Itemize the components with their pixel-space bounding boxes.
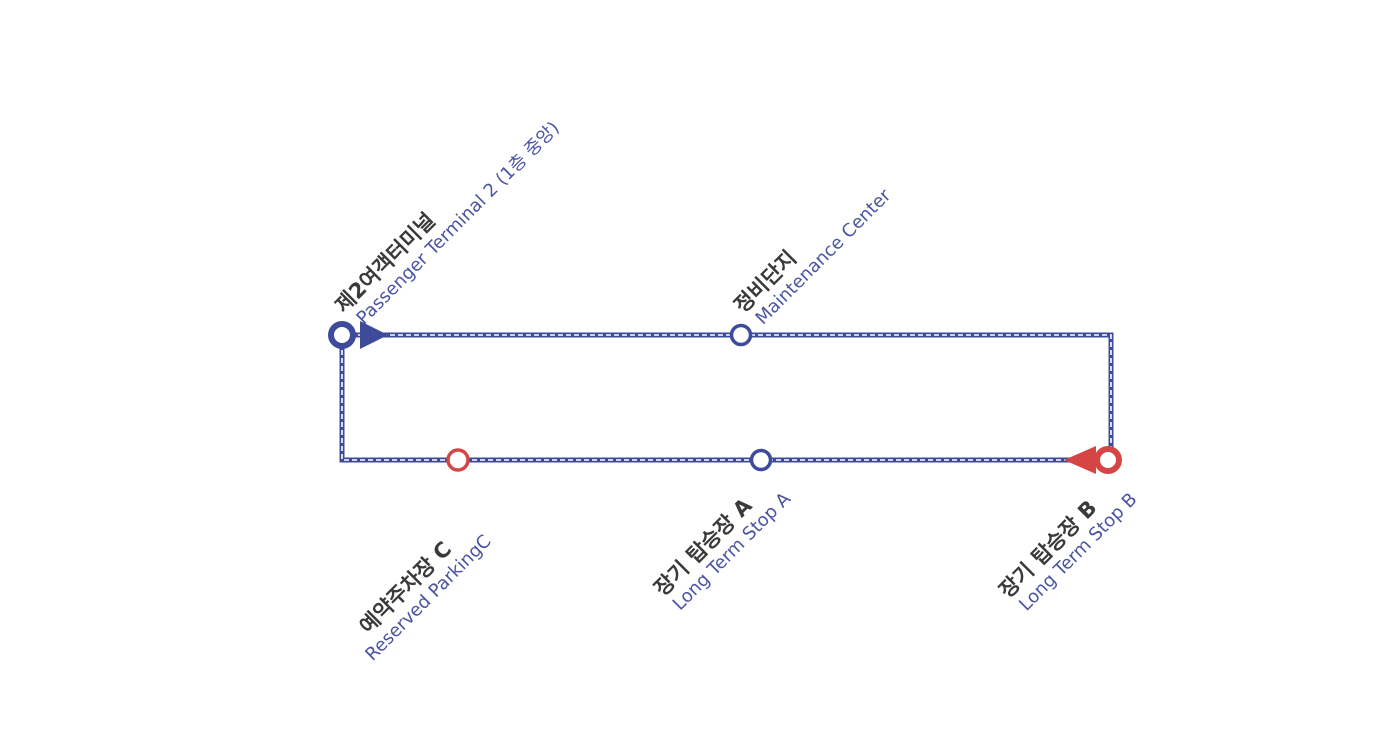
start-arrow-icon [360, 321, 388, 349]
stop-marker-longterm-b[interactable] [1094, 446, 1122, 474]
route-line [339, 332, 1114, 463]
stop-marker-reserved-c[interactable] [446, 448, 470, 472]
stop-marker-longterm-a[interactable] [749, 448, 773, 472]
stop-marker-terminal2[interactable] [328, 321, 356, 349]
stop-marker-maintenance[interactable] [729, 323, 753, 347]
turnaround-arrow-icon [1064, 446, 1096, 474]
